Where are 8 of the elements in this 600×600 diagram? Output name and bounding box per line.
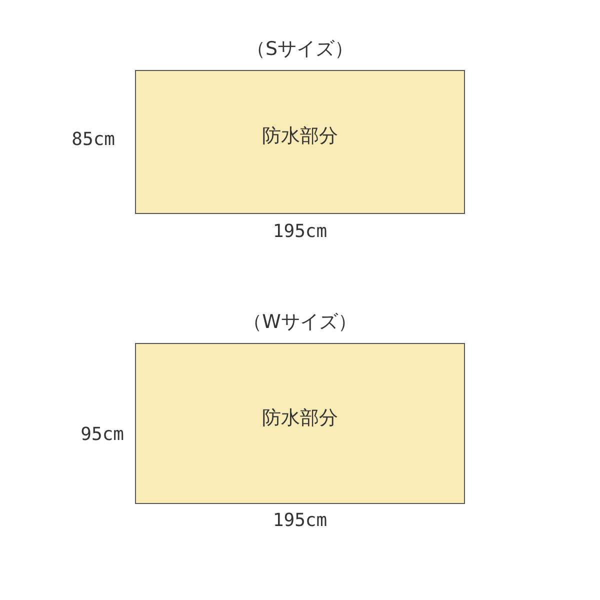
width-dimension: 195cm bbox=[272, 221, 328, 242]
size-heading: （Wサイズ） bbox=[242, 310, 358, 335]
area-label: 防水部分 bbox=[262, 406, 338, 430]
width-dimension: 195cm bbox=[272, 510, 328, 531]
area-label: 防水部分 bbox=[262, 124, 338, 149]
height-dimension: 85cm bbox=[72, 129, 115, 150]
height-dimension: 95cm bbox=[80, 424, 124, 445]
size-heading: （Sサイズ） bbox=[245, 37, 355, 62]
